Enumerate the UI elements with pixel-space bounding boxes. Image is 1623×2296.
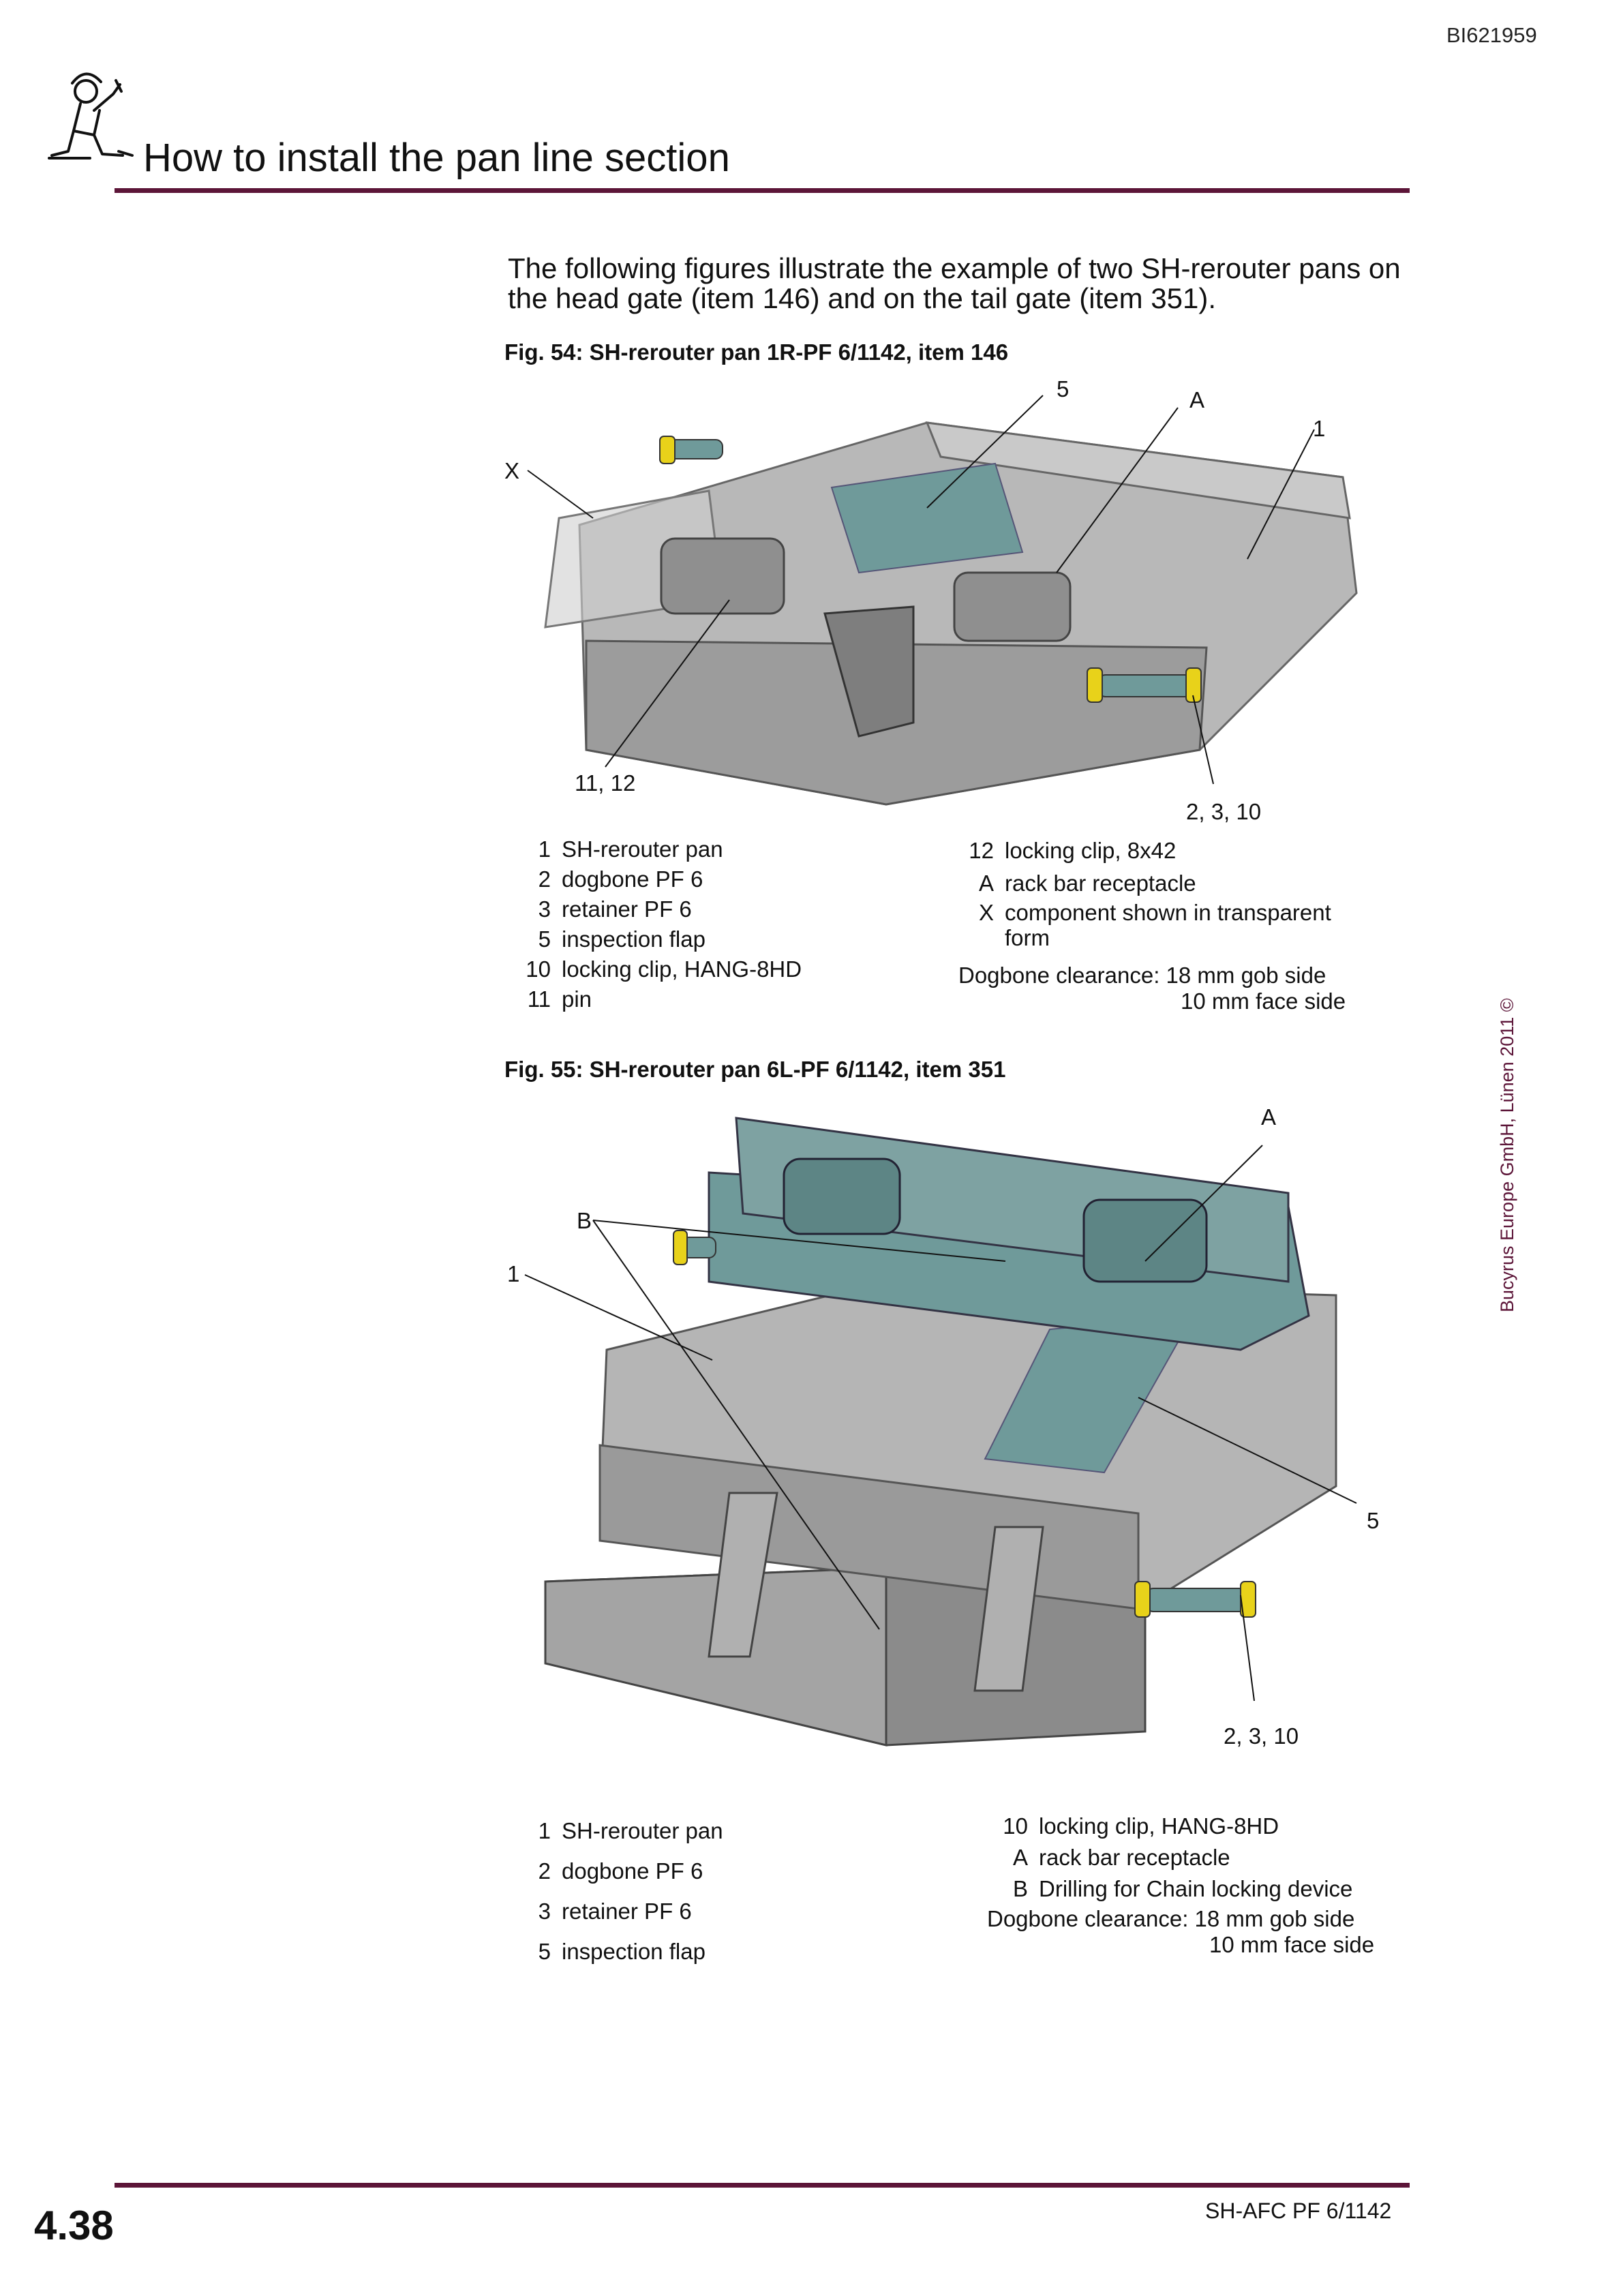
figure-55-illustration [524, 1117, 1357, 1747]
fig55-callout-b: B [577, 1208, 592, 1233]
document-id: BI621959 [1446, 23, 1537, 47]
fig55-callout-2-3-10: 2, 3, 10 [1224, 1723, 1299, 1749]
copyright-notice: Bucyrus Europe GmbH, Lünen 2011 © [1497, 998, 1517, 1312]
clearance-gob: 18 mm gob side [1194, 1906, 1355, 1931]
fig55-callout-5: 5 [1367, 1508, 1380, 1533]
fig55-clearance: Dogbone clearance: 18 mm gob side 10 mm … [987, 1906, 1374, 1958]
intro-paragraph: The following figures illustrate the exa… [508, 252, 1401, 314]
fig54-callout-5: 5 [1057, 376, 1070, 402]
clearance-face: 10 mm face side [1209, 1932, 1375, 1957]
figure-55-caption: Fig. 55: SH-rerouter pan 6L-PF 6/1142, i… [504, 1057, 1006, 1082]
clearance-gob: 18 mm gob side [1166, 963, 1326, 988]
fig55-callout-a: A [1261, 1104, 1277, 1130]
clearance-label: Dogbone clearance: [987, 1906, 1189, 1931]
fig54-callout-11-12: 11, 12 [575, 770, 636, 796]
figure-54-illustration [527, 395, 1358, 806]
figure-54-caption: Fig. 54: SH-rerouter pan 1R-PF 6/1142, i… [504, 339, 1009, 365]
legend-item-continuation: form [1005, 925, 1050, 950]
footer-reference: SH-AFC PF 6/1142 [1205, 2199, 1392, 2223]
kneeling-worker-icon [48, 72, 134, 160]
fig54-callout-a: A [1189, 387, 1205, 412]
fig54-callout-2-3-10: 2, 3, 10 [1186, 799, 1262, 824]
clearance-label: Dogbone clearance: [958, 963, 1160, 988]
clearance-face: 10 mm face side [1181, 988, 1346, 1014]
fig54-callout-1: 1 [1313, 416, 1326, 441]
fig55-callout-1: 1 [507, 1261, 520, 1286]
fig54-callout-x: X [504, 458, 520, 483]
page-title: How to install the pan line section [143, 136, 730, 180]
page-number: 4.38 [34, 2203, 114, 2248]
footer-rule [115, 2183, 1410, 2188]
header-rule [115, 188, 1410, 193]
fig54-clearance: Dogbone clearance: 18 mm gob side 10 mm … [958, 963, 1346, 1014]
